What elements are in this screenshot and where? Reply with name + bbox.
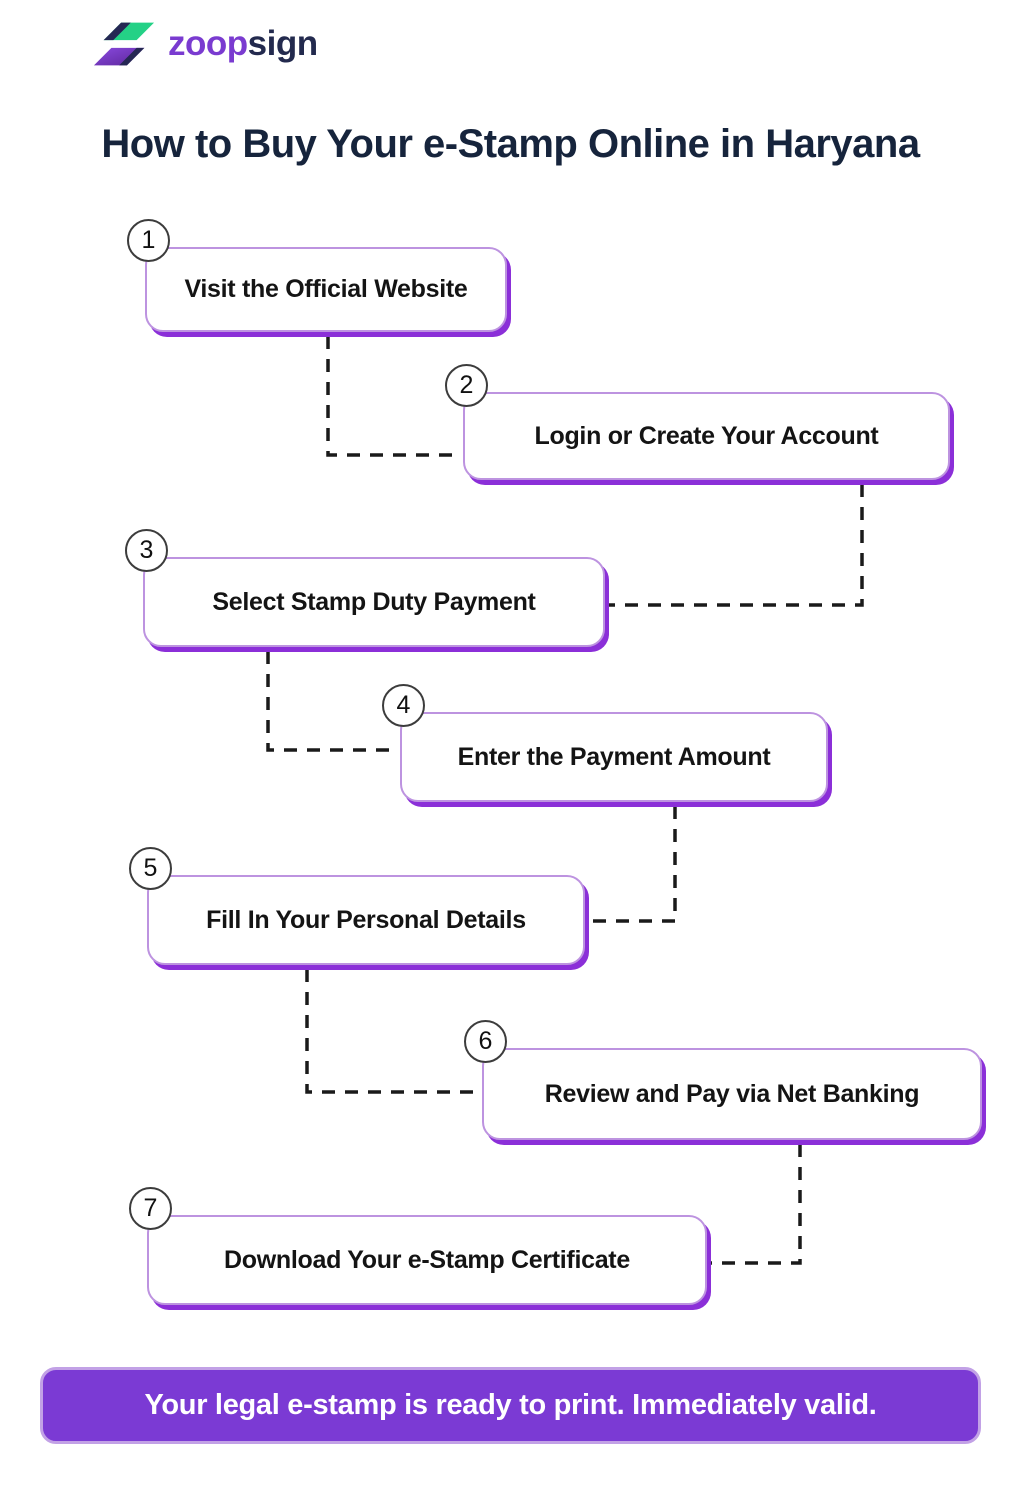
logo-text-sign: sign xyxy=(247,24,318,63)
zoopsign-logo-icon xyxy=(93,22,155,66)
step-number-badge: 7 xyxy=(129,1187,172,1230)
logo-text-zoop: zoop xyxy=(168,24,248,63)
step-number-badge: 5 xyxy=(129,847,172,890)
validity-banner: Your legal e-stamp is ready to print. Im… xyxy=(40,1367,981,1444)
zoopsign-wordmark: zoopsign xyxy=(168,24,318,64)
step-label: Fill In Your Personal Details xyxy=(206,905,526,934)
step-number-badge: 2 xyxy=(445,364,488,407)
step-box-6: 6 Review and Pay via Net Banking xyxy=(464,1020,982,1140)
connector-step5-step6 xyxy=(305,969,478,1094)
step-label: Enter the Payment Amount xyxy=(457,742,771,771)
connector-step2-step3 xyxy=(609,484,864,607)
step-box-7: 7 Download Your e-Stamp Certificate xyxy=(129,1187,707,1305)
step-number-badge: 6 xyxy=(464,1020,507,1063)
validity-banner-text: Your legal e-stamp is ready to print. Im… xyxy=(144,1389,877,1421)
step-label: Visit the Official Website xyxy=(184,275,468,303)
step-box-5: 5 Fill In Your Personal Details xyxy=(129,847,585,965)
connector-step1-step2 xyxy=(326,336,459,457)
step-number-badge: 3 xyxy=(125,529,168,572)
step-box-3: 3 Select Stamp Duty Payment xyxy=(125,529,605,647)
connector-step6-step7 xyxy=(711,1144,802,1265)
connector-step3-step4 xyxy=(266,651,396,752)
step-label: Login or Create Your Account xyxy=(534,421,879,450)
zoopsign-logo: zoopsign xyxy=(92,18,318,70)
step-box-4: 4 Enter the Payment Amount xyxy=(382,684,828,802)
step-label: Download Your e-Stamp Certificate xyxy=(224,1245,630,1274)
step-label: Select Stamp Duty Payment xyxy=(212,587,536,616)
step-number-badge: 1 xyxy=(127,219,170,262)
step-box-2: 2 Login or Create Your Account xyxy=(445,364,950,480)
step-number-badge: 4 xyxy=(382,684,425,727)
connector-step4-step5 xyxy=(589,806,677,923)
step-box-1: 1 Visit the Official Website xyxy=(127,219,507,332)
step-label: Review and Pay via Net Banking xyxy=(544,1079,920,1108)
page-title: How to Buy Your e-Stamp Online in Haryan… xyxy=(101,122,920,166)
